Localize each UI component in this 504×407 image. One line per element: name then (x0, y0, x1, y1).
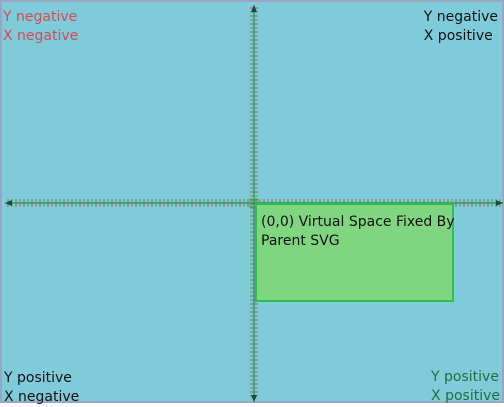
virtual-space-rect: (0,0) Virtual Space Fixed By Parent SVG (255, 203, 455, 302)
top-right-y-label: Y negative (423, 9, 498, 25)
top-left-y-label: Y negative (3, 9, 78, 25)
quadrant-label-top-right: Y negative X positive (424, 8, 498, 46)
quadrant-label-bottom-left: Y positive X negative (4, 369, 79, 407)
y-axis-arrow-up (251, 5, 257, 12)
virtual-space-label: (0,0) Virtual Space Fixed By Parent SVG (261, 214, 455, 249)
x-axis-arrow-right (496, 200, 503, 206)
quadrant-label-top-left: Y negative X negative (3, 8, 78, 46)
bottom-left-y-label: Y positive (4, 370, 72, 386)
bottom-right-x-label: X positive (431, 388, 500, 404)
bottom-right-y-label: Y positive (431, 369, 499, 385)
x-axis-arrow-left (5, 200, 12, 206)
bottom-left-x-label: X negative (4, 389, 80, 405)
y-axis-arrow-down (251, 395, 257, 402)
top-left-x-label: X negative (3, 28, 79, 44)
top-right-x-label: X positive (423, 28, 493, 44)
quadrant-label-bottom-right: Y positive X positive (431, 368, 500, 406)
